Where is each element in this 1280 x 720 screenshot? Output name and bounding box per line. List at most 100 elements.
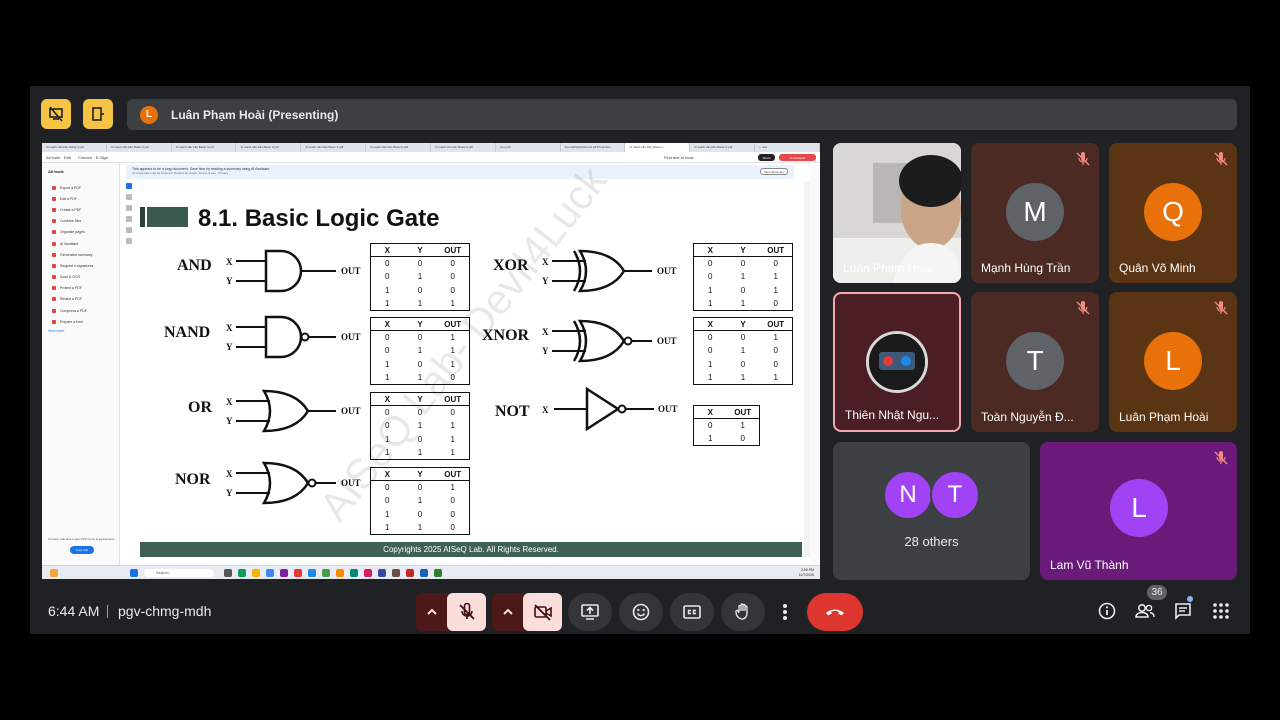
chevron-up-icon[interactable] <box>425 605 439 619</box>
share-button[interactable]: Share <box>758 154 775 161</box>
browser-tab[interactable]: mux.pdf <box>496 143 561 152</box>
app-icon-4[interactable] <box>308 569 316 577</box>
menu-edit[interactable]: Edit <box>64 155 71 160</box>
tool-item[interactable]: Edit a PDF <box>52 193 119 204</box>
app-icon-2[interactable] <box>280 569 288 577</box>
browser-tab[interactable]: Vi mạch căn bản_Basic L... <box>625 143 691 152</box>
app-icon-10[interactable] <box>392 569 400 577</box>
participant-tile-luan-avatar[interactable]: L Luân Phạm Hoài <box>1109 292 1237 432</box>
others-tile[interactable]: N T 28 others <box>833 442 1030 580</box>
all-tools-panel: All tools Export a PDF Edit a PDF Create a… <box>42 163 120 565</box>
tool-item[interactable]: Compress a PDF <box>52 305 119 316</box>
comment-tool-icon[interactable] <box>126 194 132 200</box>
tool-item[interactable]: Redact a PDF <box>52 294 119 305</box>
browser-tab[interactable]: Vi mạch căn bản Basic II.pdf <box>107 143 172 152</box>
leave-call-button[interactable] <box>807 593 863 631</box>
app-icon-8[interactable] <box>364 569 372 577</box>
view-more-link[interactable]: View more <box>48 329 65 334</box>
select-tool-icon[interactable] <box>126 183 132 189</box>
captions-button[interactable] <box>670 593 714 631</box>
weather-icon[interactable] <box>50 569 58 577</box>
hide-toolbar-button[interactable] <box>41 99 71 129</box>
windows-start-icon[interactable] <box>130 569 138 577</box>
app-icon-5[interactable] <box>322 569 330 577</box>
taskbar-search[interactable]: Search <box>144 569 214 577</box>
participant-tile-thien[interactable]: Thiên Nhật Ngu... <box>833 292 961 432</box>
app-icon-1[interactable] <box>238 569 246 577</box>
highlight-tool-icon[interactable] <box>126 205 132 211</box>
acrobat-icon[interactable] <box>406 569 414 577</box>
pdf-scrollbar[interactable] <box>804 181 810 557</box>
word-icon[interactable] <box>420 569 428 577</box>
menu-convert[interactable]: Convert <box>78 155 93 160</box>
tool-item[interactable]: Organize pages <box>52 227 119 238</box>
tool-icon <box>52 252 56 257</box>
browser-tab[interactable]: Vi mạch căn bản Basic II.pdf <box>431 143 496 152</box>
more-tools-icon[interactable] <box>126 238 132 244</box>
browser-tab[interactable]: + new <box>755 143 820 152</box>
mic-toggle-button[interactable] <box>447 593 486 631</box>
app-icon-9[interactable] <box>378 569 386 577</box>
tool-item[interactable]: Export a PDF <box>52 182 119 193</box>
text-tool-icon[interactable] <box>126 227 132 233</box>
tool-item[interactable]: AI Assistant <box>52 238 119 249</box>
acrobat-menubar: All tools Edit Convert E-Sign Find text … <box>42 152 820 163</box>
participant-tile-luan-video[interactable]: Luân Phạm Hoài <box>833 143 961 283</box>
chrome-icon[interactable] <box>266 569 274 577</box>
tool-item[interactable]: Create a PDF <box>52 204 119 215</box>
tool-item[interactable]: Request e-signatures <box>52 260 119 271</box>
participant-tile-lam[interactable]: L Lam Vũ Thành <box>1040 442 1237 580</box>
activities-button[interactable] <box>1210 600 1232 622</box>
app-icon-7[interactable] <box>350 569 358 577</box>
all-tools-title: All tools <box>48 169 64 174</box>
participant-tile-quan[interactable]: Q Quân Võ Minh <box>1109 143 1237 283</box>
table-cell: 0 <box>385 496 390 506</box>
leave-presentation-button[interactable] <box>83 99 113 129</box>
browser-tab[interactable]: Vi mạch căn bản Basic II.pdf <box>690 143 756 152</box>
svg-text:OUT: OUT <box>341 406 361 416</box>
app-icon-6[interactable] <box>336 569 344 577</box>
browser-tab[interactable]: Vi mạch căn bản Nâng II.pdf <box>42 143 107 152</box>
people-icon <box>1135 603 1155 618</box>
browser-tab[interactable]: Vi mạch căn bản Basic II.pdf <box>236 143 302 152</box>
taskview-icon[interactable] <box>224 569 232 577</box>
more-options-button[interactable] <box>772 593 798 631</box>
tool-label: Redact a PDF <box>60 297 82 302</box>
camera-toggle-button[interactable] <box>523 593 562 631</box>
tool-item[interactable]: Generative summary <box>52 249 119 260</box>
excel-icon[interactable] <box>434 569 442 577</box>
ai-assistant-button[interactable]: AI Assistant <box>779 154 816 161</box>
app-icon-3[interactable] <box>294 569 302 577</box>
menu-esign[interactable]: E-Sign <box>96 155 109 160</box>
browser-tab[interactable]: Vi mạch căn bản Basic II.pdf <box>172 143 237 152</box>
reactions-button[interactable] <box>619 593 663 631</box>
participant-tile-manh[interactable]: M Mạnh Hùng Trần <box>971 143 1099 283</box>
meeting-info-button[interactable] <box>1096 600 1118 622</box>
tool-item[interactable]: Scan & OCR <box>52 272 119 283</box>
find-text-field[interactable]: Find text or tools <box>664 155 694 160</box>
free-trial-button[interactable]: Free trial <box>70 546 94 554</box>
browser-tab[interactable]: Vi mạch căn bản Basic II.pdf <box>301 143 367 152</box>
present-screen-button[interactable] <box>568 593 612 631</box>
browser-tab[interactable]: Sound(Digital)Sound All Protection <box>561 143 626 152</box>
view-summary-button[interactable]: View Summary <box>760 168 788 175</box>
raise-hand-button[interactable] <box>721 593 765 631</box>
menu-all-tools[interactable]: All tools <box>46 155 61 160</box>
folder-icon[interactable] <box>252 569 260 577</box>
chevron-up-icon[interactable] <box>501 605 515 619</box>
people-button[interactable] <box>1134 600 1156 622</box>
svg-text:OUT: OUT <box>658 404 678 414</box>
tool-item[interactable]: Protect a PDF <box>52 283 119 294</box>
tool-item[interactable]: Prepare a form <box>52 316 119 327</box>
table-cell: 1 <box>417 448 423 457</box>
browser-tab[interactable]: Vi mạch căn bản Basic II.pdf <box>366 143 431 152</box>
participant-tile-toan[interactable]: T Toàn Nguyễn Đ... <box>971 292 1099 432</box>
chat-button[interactable] <box>1172 600 1194 622</box>
tool-item[interactable]: Combine files <box>52 216 119 227</box>
table-cell: 1 <box>450 434 455 444</box>
tool-label: Edit a PDF <box>60 196 77 201</box>
draw-tool-icon[interactable] <box>126 216 132 222</box>
table-cell: 1 <box>417 523 423 532</box>
